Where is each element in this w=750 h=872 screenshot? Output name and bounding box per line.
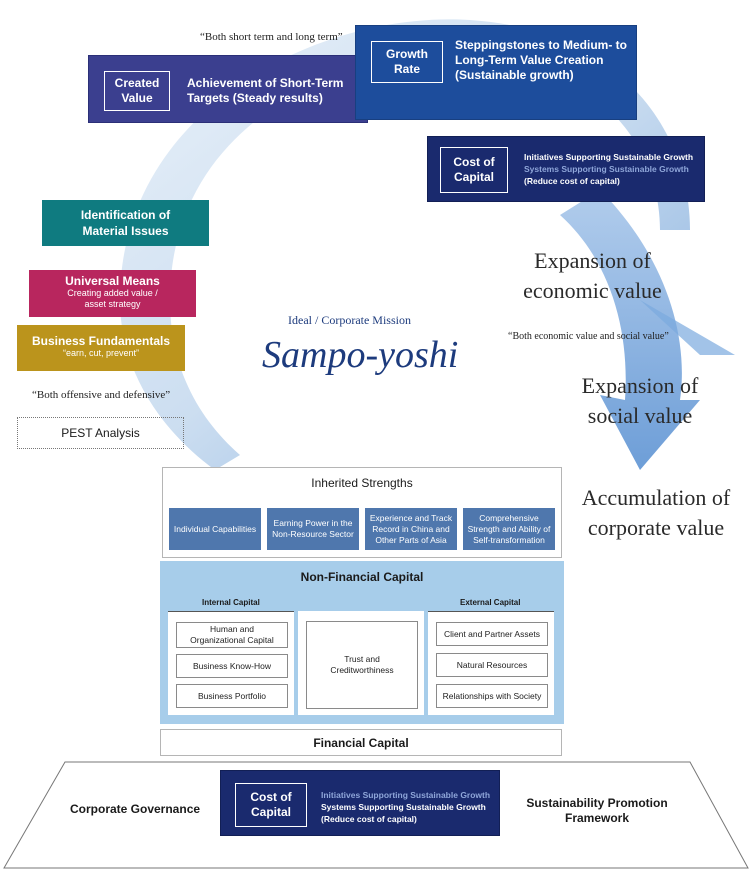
strength-item: Individual Capabilities	[169, 508, 261, 550]
external-item: Relationships with Society	[436, 684, 548, 708]
business-fundamentals-box: Business Fundamentals “earn, cut, preven…	[17, 325, 185, 371]
quote-economic-social: “Both economic value and social value”	[508, 331, 669, 342]
sampo-yoshi-title: Sampo-yoshi	[262, 334, 459, 376]
trust-creditworthiness: Trust and Creditworthiness	[306, 621, 418, 709]
internal-item: Business Portfolio	[176, 684, 288, 708]
inherited-strengths-panel: Inherited Strengths Individual Capabilit…	[162, 467, 562, 558]
inherited-strengths-title: Inherited Strengths	[311, 476, 413, 490]
business-fund-sub: “earn, cut, prevent”	[62, 348, 140, 358]
business-fund-title: Business Fundamentals	[31, 334, 171, 348]
cost-of-capital-tag-top: Cost of Capital	[440, 147, 508, 193]
material-issues-box: Identification of Material Issues	[42, 200, 209, 246]
expansion-economic-value: Expansion of economic value	[523, 248, 662, 303]
corporate-governance-label: Corporate Governance	[70, 802, 201, 816]
growth-rate-tag: Growth Rate	[371, 41, 443, 83]
trust-group: Trust and Creditworthiness	[298, 611, 424, 715]
financial-capital-bar: Financial Capital	[160, 729, 562, 756]
non-financial-title: Non-Financial Capital	[300, 570, 424, 584]
quote-offensive-defensive: “Both offensive and defensive”	[32, 389, 171, 401]
non-financial-capital-panel: Non-Financial Capital Internal Capital E…	[160, 561, 564, 724]
universal-means-box: Universal Means Creating added value / a…	[29, 270, 196, 317]
growth-rate-text: Steppingstones to Medium- to Long-Term V…	[455, 38, 627, 82]
cost-of-capital-tag-bottom: Cost of Capital	[235, 783, 307, 827]
expansion-social-value: Expansion of social value	[581, 373, 699, 428]
created-value-tag: Created Value	[104, 71, 170, 111]
bottom-line2: Systems Supporting Sustainable Growth	[321, 802, 486, 812]
bottom-line3: (Reduce cost of capital)	[321, 814, 417, 824]
strength-item: Earning Power in the Non-Resource Sector	[267, 508, 359, 550]
cost-of-capital-box-bottom: Cost of Capital Initiatives Supporting S…	[220, 770, 500, 836]
created-value-box: Created Value Achievement of Short-Term …	[88, 55, 368, 123]
bottom-line1: Initiatives Supporting Sustainable Growt…	[321, 790, 491, 800]
growth-rate-box: Growth Rate Steppingstones to Medium- to…	[355, 25, 637, 120]
accumulation-corporate-value: Accumulation of corporate value	[581, 485, 731, 540]
cost-capital-line3: (Reduce cost of capital)	[524, 176, 620, 186]
universal-means-title: Universal Means	[65, 274, 160, 288]
external-item: Client and Partner Assets	[436, 622, 548, 646]
universal-means-sub: Creating added value / asset strategy	[67, 288, 158, 309]
external-capital-label: External Capital	[460, 598, 521, 607]
sustainability-framework-label: Sustainability Promotion Framework	[526, 796, 668, 825]
pest-analysis-box: PEST Analysis	[17, 417, 184, 449]
external-item: Natural Resources	[436, 653, 548, 677]
internal-item: Business Know-How	[176, 654, 288, 678]
internal-item: Human and Organizational Capital	[176, 622, 288, 648]
cost-capital-line2: Systems Supporting Sustainable Growth	[524, 164, 689, 174]
cost-of-capital-box-top: Cost of Capital Initiatives Supporting S…	[427, 136, 705, 202]
cost-capital-line1: Initiatives Supporting Sustainable Growt…	[524, 152, 694, 162]
strength-item: Experience and Track Record in China and…	[365, 508, 457, 550]
quote-short-long-term: “Both short term and long term”	[200, 31, 343, 43]
ideal-mission-label: Ideal / Corporate Mission	[288, 313, 411, 327]
internal-capital-label: Internal Capital	[202, 598, 260, 607]
created-value-text: Achievement of Short-Term Targets (Stead…	[187, 76, 344, 105]
internal-capital-group: Human and Organizational Capital Busines…	[168, 611, 294, 715]
external-capital-group: Client and Partner Assets Natural Resour…	[428, 611, 554, 715]
strength-item: Comprehensive Strength and Ability of Se…	[463, 508, 555, 550]
